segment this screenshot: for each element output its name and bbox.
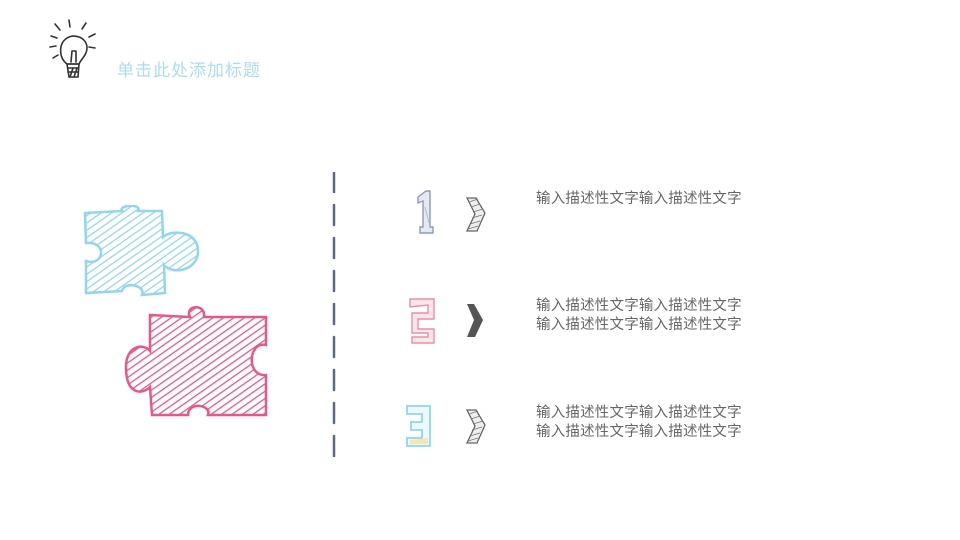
item-1-line-1[interactable]: 输入描述性文字输入描述性文字 <box>536 191 742 207</box>
puzzle-pieces-icon <box>83 205 268 417</box>
vertical-dashed-divider <box>332 172 336 464</box>
lightbulb-icon <box>49 19 96 78</box>
number-2-icon <box>409 298 435 344</box>
chevron-right-outline-icon <box>465 197 486 232</box>
item-3-line-1[interactable]: 输入描述性文字输入描述性文字 <box>536 405 742 421</box>
number-1-icon <box>417 190 434 234</box>
item-2-line-1[interactable]: 输入描述性文字输入描述性文字 <box>536 298 742 314</box>
chevron-right-solid-icon <box>467 304 483 337</box>
item-2-line-2[interactable]: 输入描述性文字输入描述性文字 <box>536 317 742 333</box>
number-3-icon <box>406 405 431 447</box>
slide-title[interactable]: 单击此处添加标题 <box>117 61 261 81</box>
chevron-right-outline-icon <box>465 409 486 444</box>
item-3-line-2[interactable]: 输入描述性文字输入描述性文字 <box>536 424 742 440</box>
